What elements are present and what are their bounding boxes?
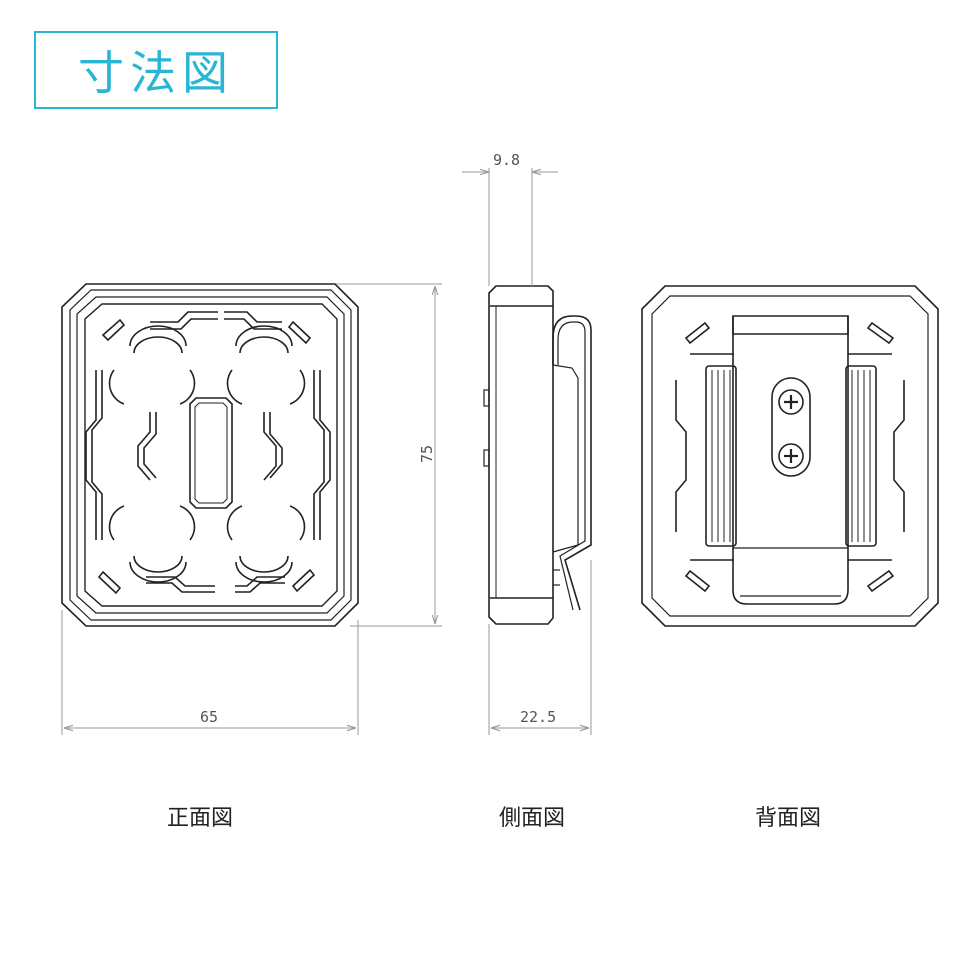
front-height-label: 75	[418, 445, 436, 463]
front-bracket-left	[137, 412, 151, 481]
front-slot-right-2	[313, 370, 325, 540]
back-frame-outer	[641, 285, 939, 627]
front-view	[61, 283, 359, 627]
front-slot-corner-bl	[97, 570, 122, 595]
side-clip-inner	[557, 321, 586, 611]
front-frame-outer	[61, 283, 359, 627]
back-rail-ribs	[711, 370, 871, 542]
front-slot-corner-br	[291, 568, 316, 593]
front-width-label: 65	[200, 708, 218, 726]
side-dimensions	[462, 168, 592, 735]
front-slot-bottom-right-2	[235, 576, 285, 587]
front-frame-inner	[84, 303, 338, 607]
front-arc-bl-bot	[129, 561, 187, 583]
back-slot-left	[675, 380, 687, 532]
side-depth-label: 22.5	[520, 708, 556, 726]
front-slot-bottom-left-2	[146, 576, 215, 587]
front-dimensions	[61, 283, 442, 735]
front-arc-tl-top	[129, 325, 187, 347]
front-arc-tr-left	[226, 369, 243, 405]
side-clip-plate	[552, 364, 579, 553]
front-arc-br-left	[226, 505, 243, 541]
back-view-caption: 背面図	[754, 806, 821, 831]
front-slot-top-right	[224, 311, 282, 323]
front-bracket-right	[263, 412, 277, 481]
front-frame-3	[76, 296, 345, 614]
front-frame-2	[69, 289, 352, 621]
front-arc-tr-top-2	[239, 336, 289, 354]
title-box: 寸法図	[34, 31, 278, 109]
side-body	[488, 285, 554, 625]
back-view	[641, 285, 939, 627]
screw-icon	[778, 443, 804, 469]
front-slot-left	[85, 370, 97, 540]
front-center-slot	[189, 397, 233, 509]
front-arc-br-right	[289, 505, 306, 541]
front-slot-top-right-2	[224, 318, 282, 330]
front-slot-top-left-2	[150, 318, 218, 330]
front-bracket-right-2	[269, 412, 283, 479]
back-rail-left	[705, 365, 737, 547]
front-center-slot-inner	[194, 402, 228, 504]
front-arc-tl-right	[179, 369, 196, 405]
side-thickness-label: 9.8	[493, 151, 520, 169]
front-arc-tl-left	[108, 369, 125, 405]
side-button-2	[483, 449, 490, 467]
front-slot-bottom-left	[146, 582, 215, 593]
front-arc-bl-right	[179, 505, 196, 541]
front-slot-left-2	[91, 370, 103, 540]
front-slot-top-left	[150, 311, 218, 323]
back-slot-corner-tl	[684, 321, 711, 345]
side-clip	[552, 315, 592, 611]
front-slot-corner-tl	[101, 318, 126, 342]
back-rail-right	[845, 365, 877, 547]
side-view-caption: 側面図	[498, 806, 565, 831]
back-screw-plate	[771, 377, 811, 477]
front-arc-br-bot	[235, 561, 293, 583]
front-arc-bl-left	[108, 505, 125, 541]
front-arc-tl-top-2	[133, 336, 183, 354]
screw-icon	[778, 389, 804, 415]
front-bracket-left-2	[143, 412, 157, 479]
back-clip	[732, 315, 849, 605]
back-slot-right	[893, 380, 905, 532]
back-slot-corner-bl	[684, 569, 711, 593]
front-arc-bl-bot-2	[133, 555, 183, 573]
front-slot-right	[319, 370, 331, 540]
back-frame-inner	[651, 295, 929, 617]
back-clip-top	[732, 316, 849, 335]
back-slot-corner-br	[866, 569, 895, 593]
front-arc-br-bot-2	[239, 555, 289, 573]
front-arc-tr-right	[289, 369, 306, 405]
front-slot-bottom-right	[235, 582, 285, 593]
front-slot-corner-tr	[287, 320, 312, 345]
page-title: 寸法図	[78, 46, 234, 100]
side-view	[483, 285, 592, 625]
side-button-1	[483, 389, 490, 407]
front-arc-tr-top	[235, 325, 293, 347]
back-slot-corner-tr	[866, 321, 895, 345]
front-view-caption: 正面図	[166, 806, 233, 831]
